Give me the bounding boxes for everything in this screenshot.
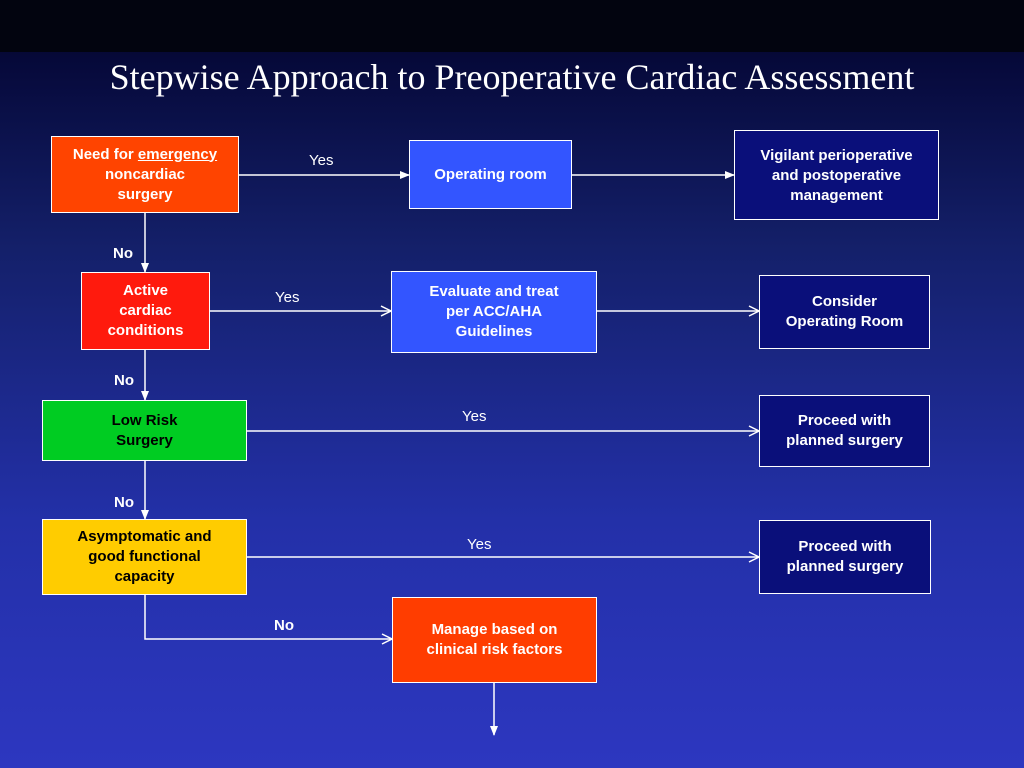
active-line-2: cardiac bbox=[119, 302, 172, 319]
top-band bbox=[0, 0, 1024, 52]
node-manage-risk-factors: Manage based on clinical risk factors bbox=[392, 597, 597, 683]
emergency-line-3: surgery bbox=[117, 185, 173, 203]
node-asymptomatic: Asymptomatic and good functional capacit… bbox=[42, 519, 247, 595]
edge-label-yes-2: Yes bbox=[275, 289, 300, 306]
manage-line-2: clinical risk factors bbox=[426, 641, 563, 658]
proceed-2-line-1: Proceed with bbox=[798, 538, 892, 555]
vigilant-line-1: Vigilant perioperative bbox=[760, 147, 913, 164]
evaluate-line-3: Guidelines bbox=[455, 323, 533, 340]
emergency-line-2: noncardiac bbox=[104, 165, 186, 183]
proceed-1-line-2: planned surgery bbox=[786, 432, 903, 449]
vigilant-line-3: management bbox=[790, 187, 883, 204]
slide-title: Stepwise Approach to Preoperative Cardia… bbox=[109, 57, 915, 97]
arrow-asymptomatic-to-manage bbox=[144, 595, 392, 639]
active-line-3: conditions bbox=[107, 322, 184, 339]
proceed-2-line-2: planned surgery bbox=[786, 558, 904, 575]
vigilant-line-2: and postoperative bbox=[771, 167, 902, 184]
node-low-risk: Low Risk Surgery bbox=[42, 400, 247, 461]
asymptomatic-line-3: capacity bbox=[114, 568, 175, 585]
consider-line-1: Consider bbox=[811, 293, 877, 310]
node-vigilant-management: Vigilant perioperative and postoperative… bbox=[734, 130, 939, 220]
proceed-1-line-1: Proceed with bbox=[797, 412, 892, 429]
node-operating-room: Operating room bbox=[409, 140, 572, 209]
edge-label-yes-3: Yes bbox=[462, 408, 487, 425]
evaluate-line-2: per ACC/AHA bbox=[445, 303, 543, 320]
node-active-cardiac: Active cardiac conditions bbox=[81, 272, 210, 350]
active-line-1: Active bbox=[122, 282, 169, 299]
edge-label-no-2: No bbox=[114, 372, 134, 389]
node-consider-operating-room: Consider Operating Room bbox=[759, 275, 930, 349]
node-emergency-surgery: Need for emergency noncardiac surgery bbox=[51, 136, 239, 213]
manage-line-1: Manage based on bbox=[431, 621, 558, 638]
operating-room-text: Operating room bbox=[434, 165, 547, 183]
asymptomatic-line-2: good functional bbox=[88, 548, 201, 565]
emergency-underlined: emergency bbox=[137, 145, 218, 163]
node-proceed-surgery-2: Proceed with planned surgery bbox=[759, 520, 931, 594]
low-risk-line-2: Surgery bbox=[116, 431, 173, 449]
edge-label-yes-1: Yes bbox=[309, 152, 334, 169]
edge-label-no-4: No bbox=[274, 617, 294, 634]
asymptomatic-line-1: Asymptomatic and bbox=[77, 528, 212, 545]
edge-label-no-3: No bbox=[114, 494, 134, 511]
edge-label-yes-4: Yes bbox=[467, 536, 492, 553]
node-evaluate-treat: Evaluate and treat per ACC/AHA Guideline… bbox=[391, 271, 597, 353]
node-proceed-surgery-1: Proceed with planned surgery bbox=[759, 395, 930, 467]
low-risk-line-1: Low Risk bbox=[111, 411, 178, 429]
edge-label-no-1: No bbox=[113, 245, 133, 262]
emergency-prefix: Need for bbox=[72, 145, 138, 163]
consider-line-2: Operating Room bbox=[785, 313, 904, 330]
evaluate-line-1: Evaluate and treat bbox=[429, 283, 559, 300]
